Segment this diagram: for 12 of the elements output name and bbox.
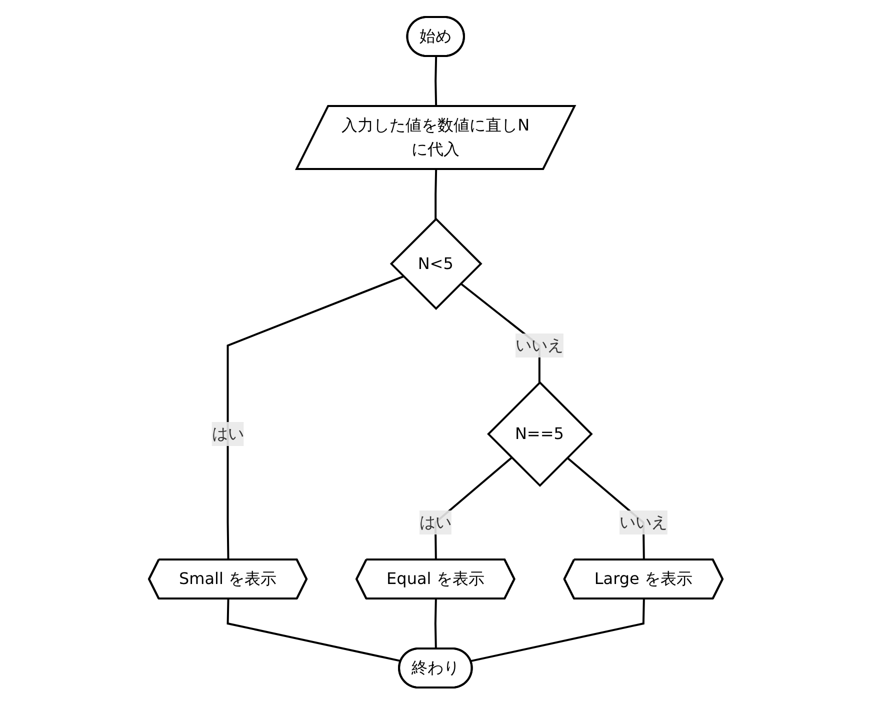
connector (434, 56, 438, 106)
connector (226, 598, 402, 662)
edge-label: はい (212, 424, 244, 443)
edge-label: いいえ (620, 512, 668, 532)
connector (434, 598, 438, 649)
connector (434, 169, 438, 219)
connector (470, 598, 646, 662)
node-diamond: N<5 (390, 217, 483, 310)
node-diamond: N==5 (487, 380, 594, 487)
edge-label: はい (420, 512, 452, 532)
connector (227, 275, 404, 560)
edge-label: いいえ (516, 335, 564, 354)
